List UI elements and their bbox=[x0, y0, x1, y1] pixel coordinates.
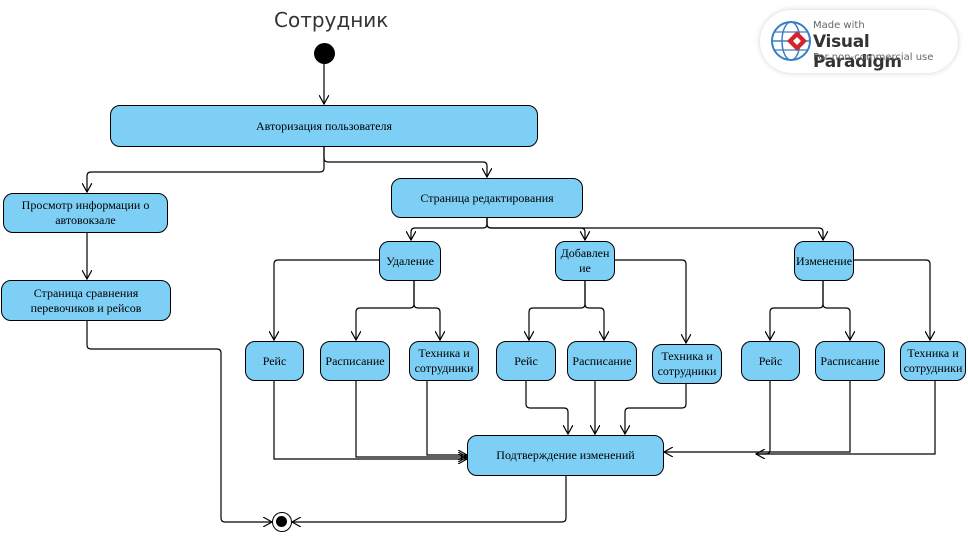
node-add-flight-label: Рейс bbox=[514, 353, 538, 368]
edge-edit-change bbox=[486, 218, 823, 240]
node-add[interactable]: Добавление bbox=[555, 241, 615, 281]
edge-edit-add bbox=[486, 218, 585, 240]
edge-addflight-confirm bbox=[525, 380, 568, 434]
watermark-note: For non-commercial use bbox=[813, 52, 934, 63]
edge-change-tech bbox=[853, 259, 930, 340]
edge-delflight-confirm bbox=[273, 380, 467, 459]
initial-node bbox=[314, 43, 335, 64]
edge-change-schedule bbox=[822, 280, 850, 340]
node-delete-label: Удаление bbox=[386, 253, 434, 268]
edge-delsched-confirm bbox=[355, 380, 467, 457]
node-chg-flight-label: Рейс bbox=[758, 353, 783, 368]
node-del-tech[interactable]: Техника и сотрудники bbox=[409, 341, 479, 381]
node-add-label: Добавление bbox=[560, 246, 610, 275]
edge-addtech-confirm bbox=[625, 383, 687, 434]
node-del-schedule-label: Расписание bbox=[325, 353, 385, 368]
node-chg-tech-label: Техника и сотрудники bbox=[903, 346, 963, 375]
node-confirm-label: Подтверждение изменений bbox=[496, 448, 635, 462]
node-add-tech-label: Техника и сотрудники bbox=[657, 349, 717, 378]
node-del-flight-label: Рейс bbox=[262, 353, 287, 368]
node-change[interactable]: Изменение bbox=[794, 241, 854, 281]
node-del-tech-label: Техника и сотрудники bbox=[414, 346, 474, 375]
globe-logo-icon bbox=[771, 21, 811, 61]
node-auth[interactable]: Авторизация пользователя bbox=[110, 105, 538, 147]
node-chg-tech[interactable]: Техника и сотрудники bbox=[900, 341, 966, 381]
edge-add-tech bbox=[614, 259, 686, 343]
node-auth-label: Авторизация пользователя bbox=[256, 118, 392, 133]
node-compare-label: Страница сравнения перевочиков и рейсов bbox=[30, 285, 142, 315]
node-confirm[interactable]: Подтверждение изменений bbox=[467, 435, 664, 476]
node-edit-page[interactable]: Страница редактирования bbox=[391, 178, 583, 218]
node-del-schedule[interactable]: Расписание bbox=[320, 341, 390, 381]
edge-auth-edit bbox=[323, 146, 487, 177]
diagram-title: Сотрудник bbox=[274, 8, 389, 32]
edge-compare-final bbox=[86, 320, 272, 522]
edge-chgsched-confirm bbox=[664, 380, 851, 452]
node-change-label: Изменение bbox=[795, 253, 853, 268]
watermark-made-with: Made with bbox=[813, 20, 865, 31]
edge-add-flight bbox=[529, 280, 586, 340]
edge-auth-view bbox=[87, 146, 325, 192]
node-edit-page-label: Страница редактирования bbox=[420, 190, 554, 205]
node-chg-schedule-label: Расписание bbox=[820, 353, 880, 368]
final-node-dot bbox=[276, 516, 287, 527]
node-add-schedule[interactable]: Расписание bbox=[567, 341, 637, 381]
edge-delete-flight bbox=[274, 259, 380, 340]
node-add-flight[interactable]: Рейс bbox=[496, 341, 556, 381]
node-add-schedule-label: Расписание bbox=[572, 353, 632, 368]
final-node bbox=[272, 512, 292, 532]
node-del-flight[interactable]: Рейс bbox=[245, 341, 304, 381]
edge-edit-delete bbox=[411, 218, 488, 240]
edge-confirm-final bbox=[292, 475, 567, 522]
node-view-info[interactable]: Просмотр информации о автовокзале bbox=[3, 193, 168, 233]
node-chg-schedule[interactable]: Расписание bbox=[815, 341, 885, 381]
node-compare[interactable]: Страница сравнения перевочиков и рейсов bbox=[1, 280, 171, 321]
edge-change-flight bbox=[770, 280, 824, 340]
watermark-brand: Visual Paradigm bbox=[813, 32, 902, 72]
edge-chgtech-confirm bbox=[756, 380, 936, 455]
edge-deltech-confirm bbox=[426, 380, 467, 455]
edge-chgflight-confirm bbox=[756, 380, 771, 454]
node-view-info-label: Просмотр информации о автовокзале bbox=[21, 198, 150, 227]
edge-delete-schedule bbox=[356, 280, 415, 340]
node-add-tech[interactable]: Техника и сотрудники bbox=[652, 344, 722, 384]
edge-add-schedule bbox=[584, 280, 604, 340]
node-chg-flight[interactable]: Рейс bbox=[741, 341, 800, 381]
visual-paradigm-watermark: Made with Visual Paradigm For non-commer… bbox=[760, 10, 958, 73]
node-delete[interactable]: Удаление bbox=[379, 241, 441, 281]
edge-delete-tech bbox=[413, 280, 440, 340]
